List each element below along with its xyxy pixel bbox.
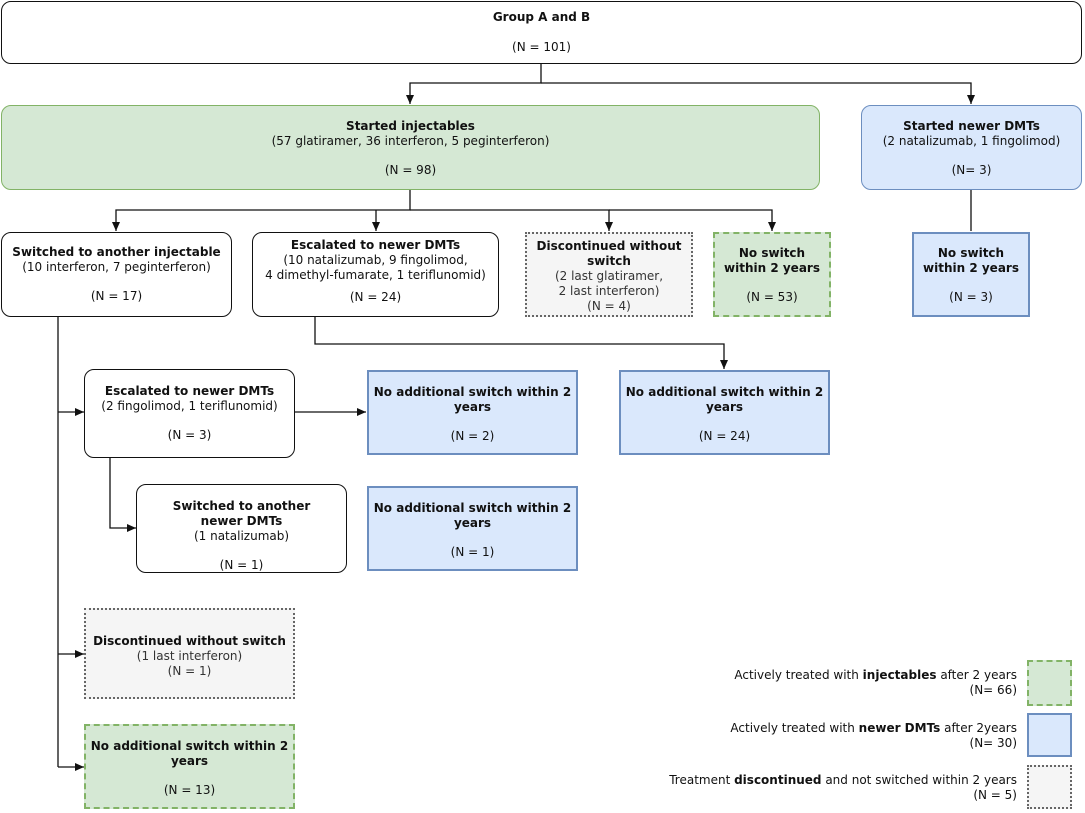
discontinued-detail: (2 last glatiramer, 2 last interferon): [554, 269, 664, 298]
legend-newer-swatch: [1027, 713, 1072, 757]
escalated-detail: (10 natalizumab, 9 fingolimod, 4 dimethy…: [265, 253, 486, 282]
no-switch-newer-count: (N = 3): [949, 290, 993, 304]
switched-newer-title: Switched to another newer DMTs: [172, 499, 311, 528]
no-additional-b-title: No additional switch within 2 years: [625, 385, 824, 414]
no-additional-switch-c-box: No additional switch within 2 years (N =…: [367, 486, 578, 571]
discontinued-title: Discontinued without switch: [536, 239, 682, 268]
legend-injectables-swatch: [1027, 660, 1072, 706]
legend-injectables-text: Actively treated with injectables after …: [734, 668, 1017, 697]
injectables-count: (N = 98): [384, 163, 437, 177]
no-additional-switch-b-box: No additional switch within 2 years (N =…: [619, 370, 830, 455]
no-additional-a-title: No additional switch within 2 years: [373, 385, 572, 414]
no-switch-newer-box: No switch within 2 years (N = 3): [912, 232, 1030, 317]
switched-count: (N = 17): [90, 289, 143, 303]
group-count: (N = 101): [512, 40, 571, 54]
no-additional-switch-a-box: No additional switch within 2 years (N =…: [367, 370, 578, 455]
discontinued2-detail: (1 last interferon): [136, 649, 243, 663]
escalated-title: Escalated to newer DMTs: [290, 238, 461, 252]
switched-newer-detail: (1 natalizumab): [193, 529, 290, 543]
no-switch-injectables-box: No switch within 2 years (N = 53): [713, 232, 831, 317]
legend-discontinued-swatch: [1027, 765, 1072, 809]
newer-title: Started newer DMTs: [903, 119, 1040, 133]
no-additional-switch-d-box: No additional switch within 2 years (N =…: [84, 724, 295, 809]
switched-newer-count: (N = 1): [219, 558, 264, 572]
no-additional-c-count: (N = 1): [450, 545, 495, 559]
legend-newer-text: Actively treated with newer DMTs after 2…: [730, 721, 1017, 750]
group-title: Group A and B: [492, 10, 591, 24]
escalated2-detail: (2 fingolimod, 1 teriflunomid): [101, 399, 278, 413]
injectables-title: Started injectables: [346, 119, 475, 133]
switched-injectable-box: Switched to another injectable (10 inter…: [1, 232, 232, 317]
discontinued2-box: Discontinued without switch (1 last inte…: [84, 608, 295, 699]
legend-discontinued-count: (N = 5): [973, 788, 1017, 802]
started-newer-dmts-box: Started newer DMTs (2 natalizumab, 1 fin…: [861, 105, 1082, 190]
switched-newer-box: Switched to another newer DMTs (1 natali…: [136, 484, 347, 573]
no-additional-d-title: No additional switch within 2 years: [90, 739, 289, 768]
newer-count: (N= 3): [951, 163, 992, 177]
legend-discontinued-text: Treatment discontinued and not switched …: [669, 773, 1017, 802]
switched-detail: (10 interferon, 7 peginterferon): [22, 260, 211, 274]
legend-newer-count: (N= 30): [969, 736, 1017, 750]
escalated-box: Escalated to newer DMTs (10 natalizumab,…: [252, 232, 499, 317]
discontinued2-title: Discontinued without switch: [93, 634, 286, 648]
escalated2-title: Escalated to newer DMTs: [104, 384, 275, 398]
newer-detail: (2 natalizumab, 1 fingolimod): [882, 134, 1061, 148]
injectables-detail: (57 glatiramer, 36 interferon, 5 peginte…: [271, 134, 550, 148]
started-injectables-box: Started injectables (57 glatiramer, 36 i…: [1, 105, 820, 190]
no-switch-count: (N = 53): [746, 290, 798, 304]
escalated2-box: Escalated to newer DMTs (2 fingolimod, 1…: [84, 369, 295, 458]
discontinued2-count: (N = 1): [167, 664, 212, 678]
switched-title: Switched to another injectable: [12, 245, 221, 259]
escalated2-count: (N = 3): [167, 428, 212, 442]
no-switch-title: No switch within 2 years: [724, 246, 820, 275]
no-additional-d-count: (N = 13): [163, 783, 216, 797]
discontinued-count: (N = 4): [587, 299, 631, 313]
no-switch-newer-title: No switch within 2 years: [923, 246, 1019, 275]
discontinued-box: Discontinued without switch (2 last glat…: [525, 232, 693, 317]
escalated-count: (N = 24): [349, 290, 402, 304]
no-additional-b-count: (N = 24): [698, 429, 751, 443]
legend-injectables-count: (N= 66): [969, 683, 1017, 697]
no-additional-c-title: No additional switch within 2 years: [373, 501, 572, 530]
group-a-b-box: Group A and B (N = 101): [1, 1, 1082, 64]
no-additional-a-count: (N = 2): [450, 429, 495, 443]
